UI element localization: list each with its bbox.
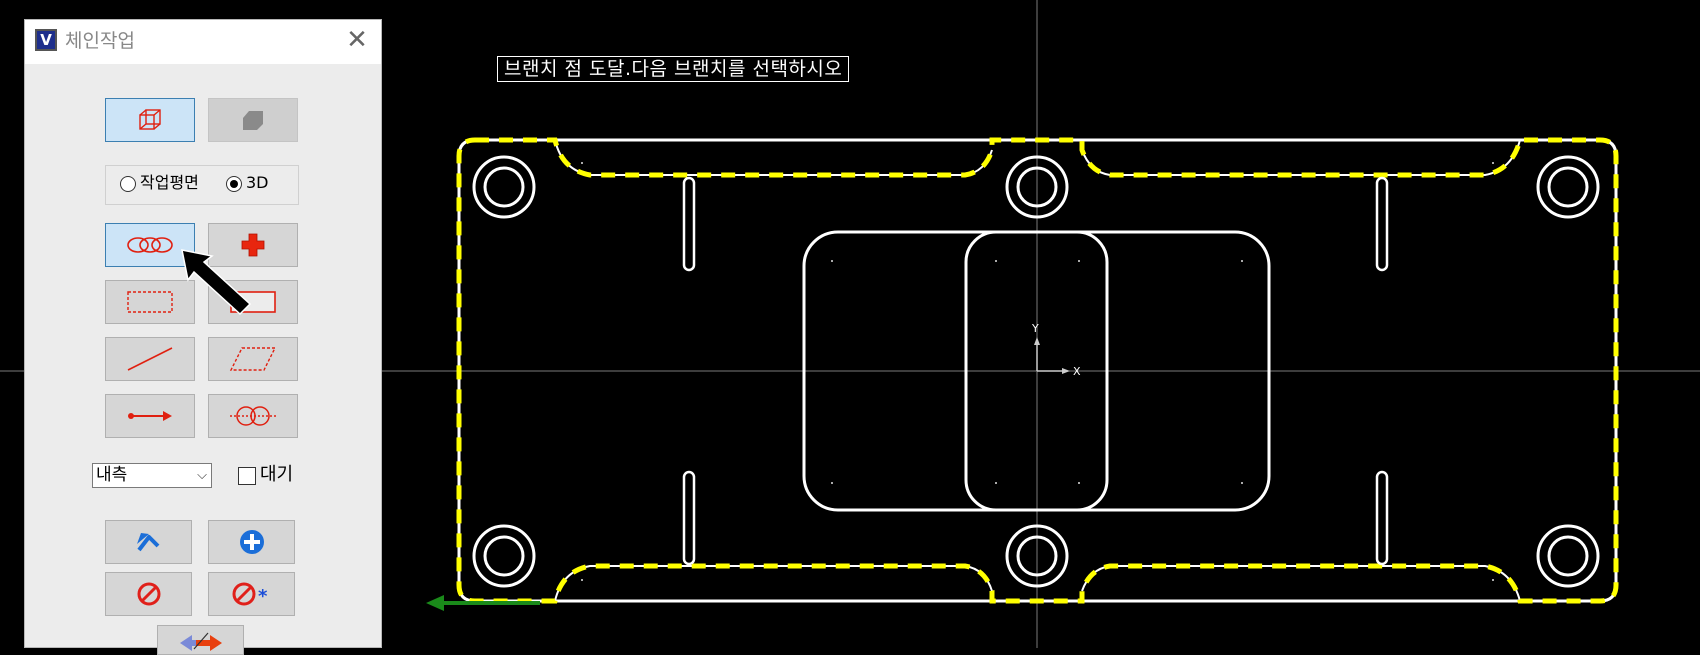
slots: [682, 176, 1389, 566]
bottom-left-notch[interactable]: [554, 565, 993, 602]
undo-arrow-icon: [136, 533, 159, 552]
axis-y-label: Y: [1031, 322, 1039, 335]
radio-work-plane-label[interactable]: 작업평면: [140, 173, 199, 192]
coordinate-indicator: Y X: [1031, 322, 1081, 378]
side-select-value: 내측: [96, 465, 128, 485]
arc-center-marks: [581, 162, 1494, 581]
partial-chain-icon: [230, 406, 276, 426]
hole-inner[interactable]: [483, 166, 525, 208]
vector-arrow-icon: [128, 411, 172, 421]
slot[interactable]: [682, 470, 696, 566]
polygon-button[interactable]: [208, 337, 298, 381]
dialog-title: 체인작업: [65, 30, 135, 52]
hole-outer[interactable]: [472, 155, 536, 219]
hole-outer[interactable]: [1005, 155, 1069, 219]
reverse-button[interactable]: [157, 625, 244, 655]
bolt-holes: [472, 155, 1600, 588]
close-button[interactable]: ✕: [346, 25, 368, 55]
top-left-notch[interactable]: [554, 139, 993, 176]
chevron-down-icon[interactable]: ⌵: [197, 468, 207, 483]
solid-box-icon: [243, 111, 263, 130]
pocket-center[interactable]: [964, 230, 1109, 512]
reverse-arrows-icon: [179, 632, 222, 651]
wireframe-cube-icon: [139, 109, 161, 130]
partial-button[interactable]: [208, 394, 298, 438]
radio-work-plane[interactable]: [120, 176, 136, 192]
unselect-all-button[interactable]: *: [208, 572, 295, 616]
bottom-right-notch[interactable]: [1081, 565, 1521, 602]
axis-x-label: X: [1073, 365, 1081, 378]
red-cross-icon: [241, 233, 265, 257]
no-entry-icon: [137, 582, 160, 606]
hole-outer[interactable]: [1005, 524, 1069, 588]
hole-inner[interactable]: [1016, 535, 1058, 577]
dashed-rectangle-icon: [127, 291, 173, 313]
radio-3d[interactable]: [226, 176, 242, 192]
side-select[interactable]: 내측 ⌵: [92, 463, 212, 488]
wait-checkbox[interactable]: [238, 467, 256, 485]
dashed-parallelogram-icon: [229, 347, 277, 371]
top-right-notch[interactable]: [1081, 139, 1521, 176]
chain-links-icon: [127, 237, 173, 253]
hole-inner[interactable]: [1547, 535, 1589, 577]
no-entry-star-icon: *: [232, 582, 268, 607]
vector-button[interactable]: [105, 394, 195, 438]
slot[interactable]: [1375, 470, 1389, 566]
chain-dialog: V 체인작업 ✕ 작업평면 3D: [24, 19, 382, 655]
slot[interactable]: [682, 176, 696, 272]
chain-app-icon: V: [35, 29, 57, 51]
hole-outer[interactable]: [1536, 155, 1600, 219]
point-button[interactable]: [208, 223, 298, 267]
add-button[interactable]: [208, 520, 295, 564]
single-line-icon: [127, 347, 173, 371]
dialog-titlebar[interactable]: V 체인작업 ✕: [25, 20, 381, 64]
mode-radio-group: 작업평면 3D: [105, 165, 299, 205]
unselect-button[interactable]: [105, 572, 192, 616]
hole-outer[interactable]: [472, 524, 536, 588]
chain-button[interactable]: [105, 223, 195, 267]
window-button[interactable]: [105, 280, 195, 324]
hole-outer[interactable]: [1536, 524, 1600, 588]
previous-button[interactable]: [105, 520, 192, 564]
chain-direction-arrow: [426, 595, 540, 611]
hole-inner[interactable]: [483, 535, 525, 577]
hole-inner[interactable]: [1547, 166, 1589, 208]
single-button[interactable]: [105, 337, 195, 381]
mouse-pointer-icon: [181, 249, 252, 316]
plus-circle-icon: [239, 530, 264, 554]
status-prompt: 브랜치 점 도달.다음 브랜치를 선택하시오: [497, 56, 850, 82]
svg-text:*: *: [258, 586, 268, 607]
wait-label[interactable]: 대기: [260, 464, 294, 485]
slot[interactable]: [1375, 176, 1389, 272]
wireframe-view-button[interactable]: [105, 98, 195, 142]
selected-chain[interactable]: [456, 137, 1619, 604]
solid-view-button[interactable]: [208, 98, 298, 142]
radio-3d-label[interactable]: 3D: [246, 173, 269, 192]
hole-inner[interactable]: [1016, 166, 1058, 208]
